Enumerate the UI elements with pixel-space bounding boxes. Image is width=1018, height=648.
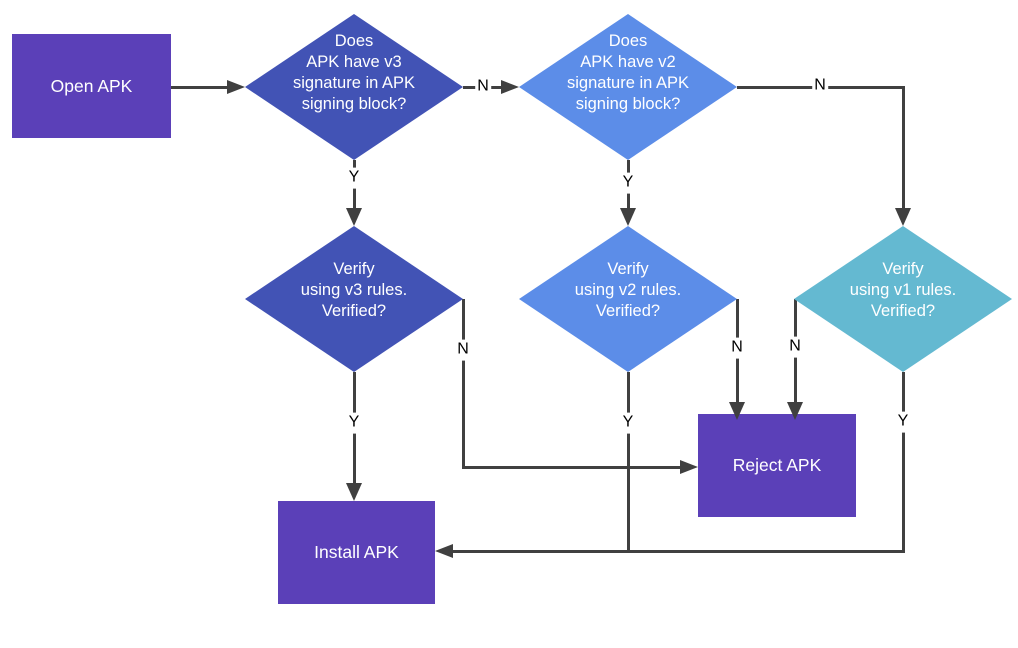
arrowhead-verify-v1-no [787,402,803,420]
edge-label-check-v2-yes: Y [620,172,636,194]
edge-label-verify-v1-yes: Y [895,411,911,433]
edge-verify-v3-no-vertical [461,299,465,467]
decision-verify-v2: Verify using v2 rules. Verified? [519,226,737,372]
arrowhead-check-v2-yes [620,208,636,226]
arrowhead-verify-v3-yes [346,483,362,501]
edge-check-v2-no-vertical [901,85,905,209]
node-install-apk: Install APK [278,501,435,604]
decision-has-v2-signature-label: Does APK have v2 signature in APK signin… [567,32,689,113]
edge-label-verify-v3-no: N [455,339,471,361]
node-open-apk-label: Open APK [50,75,133,96]
decision-has-v2-signature: Does APK have v2 signature in APK signin… [519,14,737,160]
decision-verify-v3: Verify using v3 rules. Verified? [245,226,463,372]
edge-label-verify-v2-no: N [729,337,745,359]
decision-verify-v3-label: Verify using v3 rules. Verified? [300,259,408,320]
arrowhead-verify-v2-no [729,402,745,420]
edge-label-verify-v2-yes: Y [620,412,636,434]
node-reject-apk-label: Reject APK [732,455,822,475]
decision-verify-v2-label: Verify using v2 rules. Verified? [574,259,682,320]
arrowhead-check-v2-no [895,208,911,226]
decision-has-v3-signature-label: Does APK have v3 signature in APK signin… [293,32,415,113]
arrowhead-verify-v1-yes [435,544,453,558]
arrowhead-check-v3-no [501,80,519,94]
node-open-apk: Open APK [12,34,171,138]
decision-verify-v1-label: Verify using v1 rules. Verified? [849,259,957,320]
edge-label-verify-v3-yes: Y [346,412,362,434]
decision-has-v3-signature: Does APK have v3 signature in APK signin… [245,14,463,160]
edge-verify-v1-yes-horizontal [452,549,905,553]
edge-verify-v1-yes-vertical [901,372,905,551]
edge-label-check-v2-no: N [812,75,828,97]
node-install-apk-label: Install APK [314,542,399,562]
edge-label-check-v3-yes: Y [346,167,362,189]
edge-label-check-v3-no: N [475,76,491,98]
edge-verify-v3-no-horizontal [461,465,681,469]
arrowhead-verify-v3-no [680,460,698,474]
arrowhead-check-v3-yes [346,208,362,226]
decision-verify-v1: Verify using v1 rules. Verified? [794,226,1012,372]
arrowhead-open-to-check-v3 [227,80,245,94]
edge-open-to-check-v3 [171,85,228,89]
node-reject-apk: Reject APK [698,414,856,517]
edge-verify-v2-yes [626,372,630,550]
edge-label-verify-v1-no: N [787,336,803,358]
